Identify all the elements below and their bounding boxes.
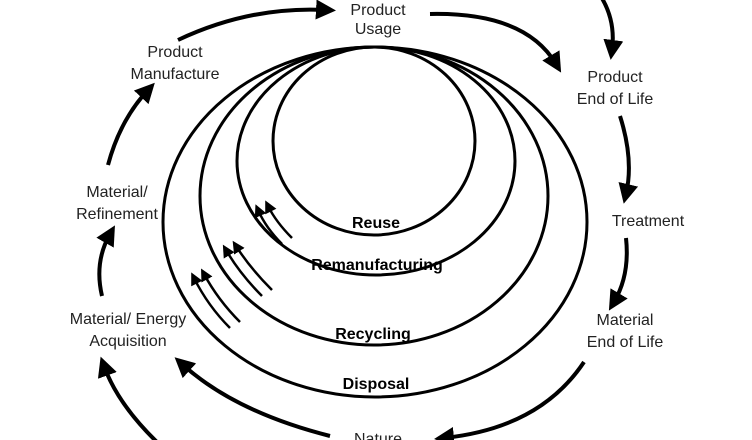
label-remanufacturing: Remanufacturing — [311, 257, 443, 274]
arrow-material-end-to-nature — [434, 360, 586, 440]
arrow-usage-to-end-of-life — [429, 11, 562, 73]
arrow-end-of-life-to-treatment — [618, 115, 639, 204]
reuse-loop — [271, 45, 477, 237]
label-reuse: Reuse — [352, 215, 400, 232]
label-disposal: Disposal — [343, 376, 410, 393]
arrow-nature-to-acquisition — [174, 357, 331, 438]
arrow-manufacture-to-usage — [177, 0, 336, 42]
reuse-return-arrow — [254, 204, 283, 245]
arrow-bottom-left — [97, 356, 158, 440]
label-recycling: Recycling — [335, 326, 411, 343]
recycling-loop — [198, 45, 550, 347]
label-material-refinement: Material/Refinement — [76, 184, 158, 223]
remanufacturing-return-arrow — [232, 240, 273, 291]
arrow-refinement-to-manufacture — [106, 82, 155, 166]
recycling-return-arrow — [191, 272, 231, 329]
label-treatment: Treatment — [612, 213, 685, 230]
arrow-top-right — [600, 0, 624, 60]
arrow-acquisition-to-refinement — [96, 225, 115, 297]
arrow-treatment-to-material-end — [608, 237, 629, 311]
recycling-return-arrow — [201, 268, 241, 323]
label-nature: Nature — [354, 431, 402, 440]
remanufacturing-return-arrow — [222, 244, 263, 297]
reuse-return-arrow — [265, 200, 293, 239]
